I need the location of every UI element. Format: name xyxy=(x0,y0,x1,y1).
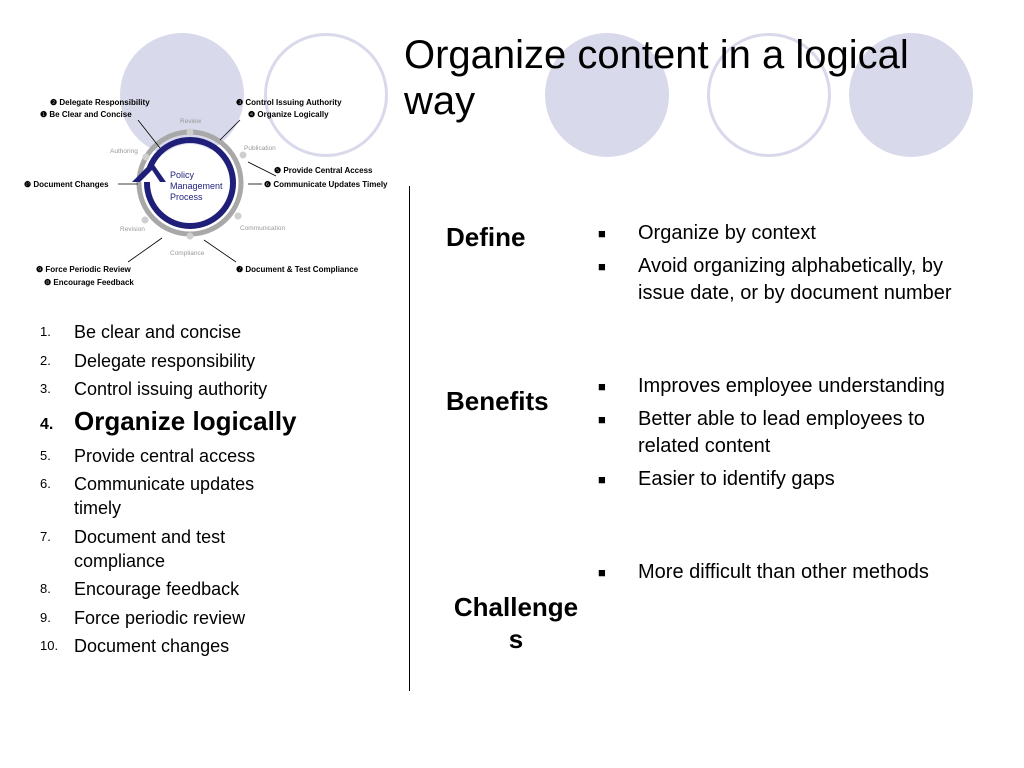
stage-label: Communication xyxy=(240,225,286,232)
list-text: Force periodic review xyxy=(74,607,246,628)
list-number: 6. xyxy=(40,476,51,491)
pointer-line xyxy=(127,237,163,263)
stage-label: Revision xyxy=(120,226,145,233)
list-item: 3. Control issuing authority xyxy=(40,377,340,401)
square-bullet-icon: ■ xyxy=(598,258,606,274)
bullet-item: ■ More difficult than other methods xyxy=(598,559,970,587)
decor-circle-2 xyxy=(264,33,388,157)
challenges-bullets: ■ More difficult than other methods xyxy=(598,559,970,592)
policy-process-diagram: Policy Management Process Review Publica… xyxy=(0,90,410,290)
list-number: 10. xyxy=(40,638,59,653)
list-item: 10. Document changes xyxy=(40,634,340,658)
list-number: 5. xyxy=(40,447,51,463)
list-item: 1. Be clear and concise xyxy=(40,320,340,344)
center-label-line: Management xyxy=(170,181,223,191)
bullet-text: More difficult than other methods xyxy=(638,561,929,583)
cycle-arrow-icon xyxy=(132,162,166,182)
bullet-item: ■ Improves employee understanding xyxy=(598,373,970,401)
list-text: Be clear and concise xyxy=(74,322,242,342)
bullet-text: Organize by context xyxy=(638,222,816,244)
list-item: 9. Force periodic review xyxy=(40,606,340,630)
stage-label: Review xyxy=(180,118,202,125)
square-bullet-icon: ■ xyxy=(598,226,606,241)
list-number: 3. xyxy=(40,381,51,396)
inner-ring xyxy=(144,137,236,229)
list-item: 2. Delegate responsibility xyxy=(40,349,340,373)
benefits-bullets: ■ Improves employee understanding ■ Better… xyxy=(598,373,970,498)
callout-text: ❼ Document & Test Compliance xyxy=(236,265,359,274)
callout-text: ❽ Encourage Feedback xyxy=(44,278,134,287)
principles-list: 1. Be clear and concise 2. Delegate respon… xyxy=(40,320,340,663)
callout-text: ❶ Be Clear and Concise xyxy=(40,110,132,119)
stage-label: Publication xyxy=(244,145,276,152)
bullet-text: Avoid organizing alphabetically, by issu… xyxy=(638,254,952,305)
stage-dot xyxy=(234,212,242,220)
callout-text: ❷ Delegate Responsibility xyxy=(50,98,150,107)
list-item: 5. Provide central access xyxy=(40,444,340,468)
list-number: 1. xyxy=(40,324,51,339)
pointer-line xyxy=(137,119,161,149)
bullet-item: ■ Easier to identify gaps xyxy=(598,466,970,494)
pointer-line xyxy=(203,239,237,263)
decor-circle-4 xyxy=(707,33,831,157)
bullet-item: ■ Better able to lead employees to relate… xyxy=(598,406,970,461)
callout-text: ❾ Force Periodic Review xyxy=(36,265,132,274)
pointer-line xyxy=(219,119,241,141)
define-bullets: ■ Organize by context ■ Avoid organizing a… xyxy=(598,220,970,313)
bullet-item: ■ Organize by context xyxy=(598,220,970,248)
bullet-text: Easier to identify gaps xyxy=(638,467,835,490)
vertical-divider xyxy=(409,186,410,691)
square-bullet-icon: ■ xyxy=(598,411,606,427)
stage-dot xyxy=(186,232,194,240)
list-number: 9. xyxy=(40,609,51,625)
callout-text: ❿ Document Changes xyxy=(24,180,109,189)
list-number: 7. xyxy=(40,528,51,544)
center-label-line: Process xyxy=(170,192,203,202)
callout-text: ❸ Control Issuing Authority xyxy=(236,98,342,107)
stage-label: Compliance xyxy=(170,250,205,257)
list-text: Communicate updates timely xyxy=(74,474,255,518)
square-bullet-icon: ■ xyxy=(598,379,606,394)
list-text: Organize logically xyxy=(74,405,297,436)
row-label-challenges: Challenge s xyxy=(453,592,579,654)
stage-dot xyxy=(186,128,194,136)
stage-label: Authoring xyxy=(110,148,138,155)
square-bullet-icon: ■ xyxy=(598,565,606,580)
bullet-item: ■ Avoid organizing alphabetically, by iss… xyxy=(598,253,970,308)
list-item: 7. Document and test compliance xyxy=(40,525,340,573)
list-item: 8. Encourage feedback xyxy=(40,577,340,601)
list-item-active: 4. Organize logically xyxy=(40,406,340,440)
list-text: Control issuing authority xyxy=(74,379,268,399)
center-label-line: Policy xyxy=(170,170,195,180)
decor-circle-5 xyxy=(849,33,973,157)
callout-text: ❻ Communicate Updates Timely xyxy=(264,180,388,189)
list-text: Document changes xyxy=(74,636,230,656)
decor-circle-3 xyxy=(545,33,669,157)
list-item: 6. Communicate updates timely xyxy=(40,472,340,520)
list-text: Delegate responsibility xyxy=(74,350,256,371)
callout-text: ❹ Organize Logically xyxy=(248,110,329,119)
list-number: 4. xyxy=(40,415,54,433)
bullet-text: Improves employee understanding xyxy=(638,375,945,397)
row-label-define: Define xyxy=(446,222,526,252)
stage-dot xyxy=(239,151,247,159)
list-text: Encourage feedback xyxy=(74,579,240,599)
pointer-line xyxy=(247,161,277,177)
list-text: Provide central access xyxy=(74,445,256,466)
bullet-text: Better able to lead employees to related… xyxy=(638,407,925,458)
stage-dot xyxy=(141,216,149,224)
square-bullet-icon: ■ xyxy=(598,471,606,487)
callout-text: ❺ Provide Central Access xyxy=(274,166,373,175)
list-number: 8. xyxy=(40,581,51,596)
stage-dot xyxy=(142,153,150,161)
list-text: Document and test compliance xyxy=(74,526,226,571)
slide-title: Organize content in a logical way xyxy=(404,33,909,123)
row-label-benefits: Benefits xyxy=(446,386,549,416)
list-number: 2. xyxy=(40,352,51,368)
